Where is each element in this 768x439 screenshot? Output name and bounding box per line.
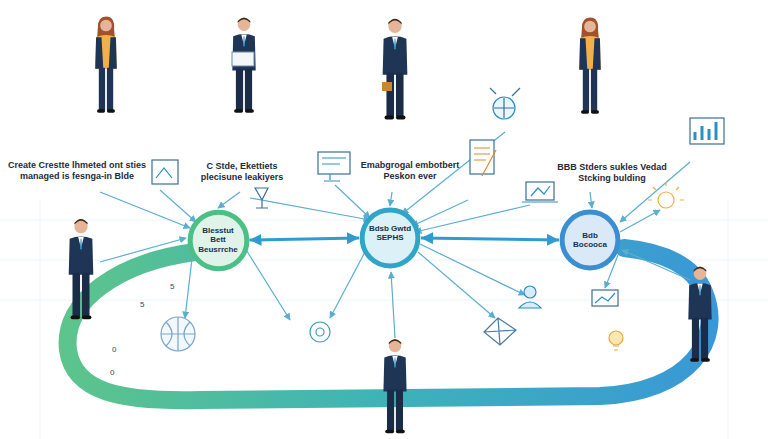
hub-circle: Bdsb Gwtd SEPHS: [359, 207, 421, 269]
hub-circle: Bdb Bocooca: [559, 209, 621, 271]
role-caption: BBB Stders sukles Vedad Stcking bulding: [556, 162, 668, 184]
double-arrow-connector: [421, 238, 559, 240]
role-caption: Create Crestte lhmeted ont sties managed…: [4, 160, 150, 182]
loop-number: 0: [112, 345, 116, 355]
background-grid: [0, 200, 768, 439]
hub-circle: Blesstut Bett Beusrrche: [187, 209, 250, 272]
loop-number: 5: [170, 282, 174, 292]
hub-text: Bdsb Gwtd SEPHS: [368, 224, 412, 242]
leader-arrows: [100, 132, 690, 338]
people: [69, 17, 712, 434]
hub-text: Blesstut Bett Beusrrche: [196, 226, 240, 254]
loop-number: 5: [140, 300, 144, 310]
role-caption: Emabgrogal embotbert Peskon ever: [356, 160, 464, 182]
role-caption: C Stde, Ekettiets plecisune leakiyers: [186, 161, 298, 183]
loop-number: 0: [110, 368, 114, 378]
double-arrow-connector: [250, 238, 360, 240]
icons: [152, 88, 724, 351]
hub-text: Bdb Bocooca: [568, 231, 612, 249]
